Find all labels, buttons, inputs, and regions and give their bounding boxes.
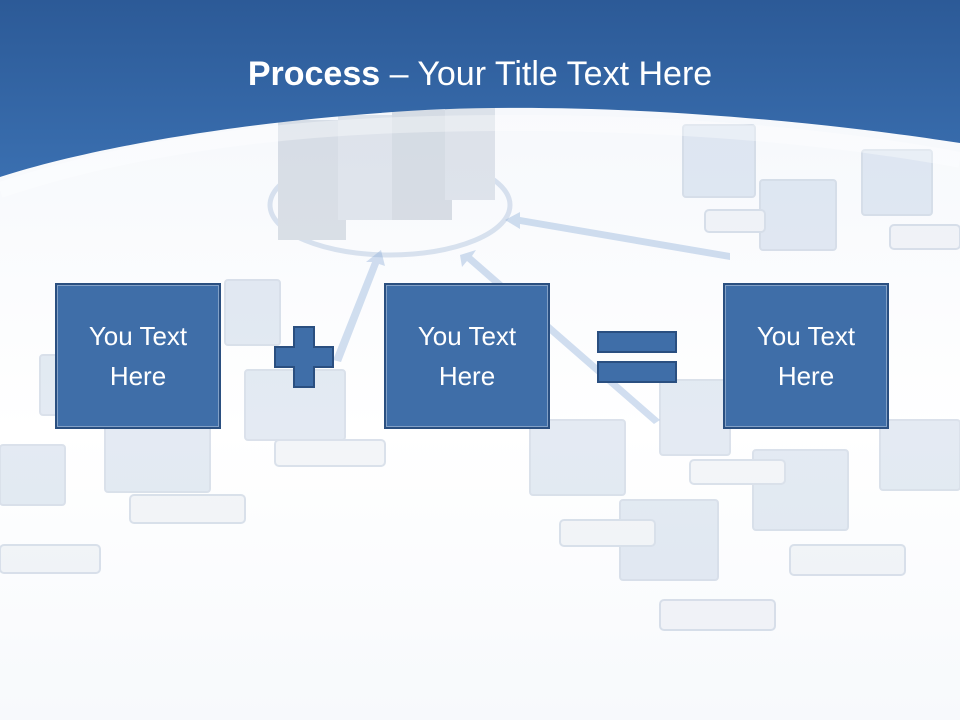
box-line-2: Here [777, 361, 835, 391]
process-box-2-text: You Text Here [418, 316, 516, 396]
title-bold: Process [247, 55, 381, 93]
equals-icon [597, 331, 677, 383]
process-box-3-text: You Text Here [757, 316, 855, 396]
box-line-2: Here [109, 361, 167, 391]
box-line-1: You Text [88, 321, 188, 351]
box-line-2: Here [438, 361, 496, 391]
box-line-1: You Text [417, 321, 517, 351]
slide-title: Process – Your Title Text Here [0, 52, 960, 96]
process-box-1-text: You Text Here [89, 316, 187, 396]
process-box-3[interactable]: You Text Here [723, 283, 889, 429]
box-line-1: You Text [756, 321, 856, 351]
title-rest: – Your Title Text Here [380, 55, 713, 93]
plus-icon [274, 326, 334, 388]
process-box-1[interactable]: You Text Here [55, 283, 221, 429]
process-box-2[interactable]: You Text Here [384, 283, 550, 429]
